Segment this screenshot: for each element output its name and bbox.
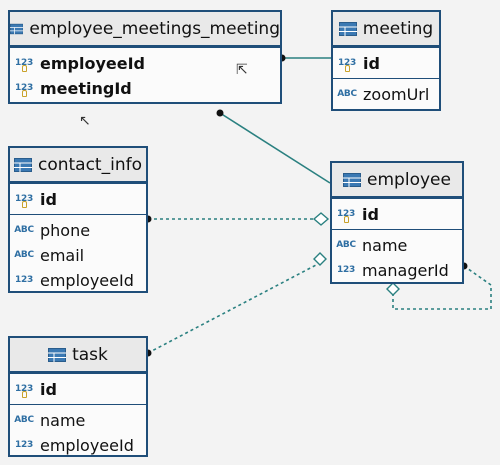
entity-title: employee_meetings_meeting xyxy=(29,18,280,39)
text-type-icon: ABC xyxy=(14,225,34,235)
numeric-key-icon: 123 xyxy=(15,58,33,72)
field-employee-id[interactable]: 123 employeeId xyxy=(10,51,280,76)
entity-title: contact_info xyxy=(37,154,142,175)
entity-header: task xyxy=(10,338,146,373)
field-name: id xyxy=(40,190,57,209)
entity-contact-info[interactable]: contact_info 123 id ABC phone ABC email … xyxy=(8,146,148,293)
entity-employee[interactable]: employee 123 id ABC name 123 managerId xyxy=(330,161,464,284)
numeric-key-icon: 123 xyxy=(337,209,355,223)
field-employee-id[interactable]: 123 employeeId xyxy=(10,433,146,458)
entity-title: employee xyxy=(367,169,451,190)
field-manager-id[interactable]: 123 managerId xyxy=(332,258,462,283)
field-name: meetingId xyxy=(40,79,132,98)
field-name: name xyxy=(362,236,408,255)
key-section: 123 id xyxy=(333,47,439,78)
entity-task[interactable]: task 123 id ABC name 123 employeeId xyxy=(8,336,148,457)
entity-title: task xyxy=(72,344,108,365)
relation-emm-employee-end xyxy=(216,109,224,117)
relation-task-employee[interactable] xyxy=(147,263,319,354)
entity-meeting[interactable]: meeting 123 id ABC zoomUrl xyxy=(331,10,441,111)
arrow-cursor-icon: ↖ xyxy=(79,113,91,129)
field-name: name xyxy=(40,411,86,430)
relation-contact-employee-diamond xyxy=(312,212,330,226)
text-type-icon: ABC xyxy=(337,89,357,99)
field-name: employeeId xyxy=(40,271,134,290)
attribute-section: ABC zoomUrl xyxy=(333,78,439,109)
field-name: email xyxy=(40,246,85,265)
field-name[interactable]: ABC name xyxy=(10,408,146,433)
field-name: managerId xyxy=(362,261,449,280)
entity-employee-meetings-meeting[interactable]: employee_meetings_meeting 123 employeeId… xyxy=(8,10,282,104)
entity-header: contact_info xyxy=(10,148,146,183)
key-section: 123 id xyxy=(10,373,146,404)
field-name: id xyxy=(363,54,380,73)
numeric-key-icon: 123 xyxy=(338,58,356,72)
numeric-key-icon: 123 xyxy=(15,384,33,398)
table-icon xyxy=(338,21,357,36)
entity-header: employee_meetings_meeting xyxy=(10,12,280,47)
attribute-section: ABC name 123 employeeId xyxy=(10,404,146,460)
field-name: phone xyxy=(40,221,91,240)
text-type-icon: ABC xyxy=(14,415,34,425)
numeric-key-icon: 123 xyxy=(15,83,33,97)
text-type-icon: ABC xyxy=(336,240,356,250)
table-icon xyxy=(13,157,32,172)
cursor-icon: ⇱ xyxy=(236,62,248,78)
field-name: zoomUrl xyxy=(363,85,430,104)
field-name: id xyxy=(40,380,57,399)
table-icon xyxy=(10,23,24,34)
table-icon xyxy=(48,347,67,362)
relation-emm-employee[interactable] xyxy=(219,112,331,184)
table-icon xyxy=(343,172,362,187)
field-phone[interactable]: ABC phone xyxy=(10,218,146,243)
relation-task-employee-diamond xyxy=(313,252,327,266)
numeric-key-icon: 123 xyxy=(15,194,33,208)
key-section: 123 id xyxy=(332,198,462,229)
entity-header: employee xyxy=(332,163,462,198)
field-id[interactable]: 123 id xyxy=(10,187,146,212)
key-section: 123 employeeId 123 meetingId xyxy=(10,47,280,103)
field-meeting-id[interactable]: 123 meetingId xyxy=(10,76,280,101)
field-id[interactable]: 123 id xyxy=(333,51,439,76)
field-employee-id[interactable]: 123 employeeId xyxy=(10,268,146,293)
field-name: employeeId xyxy=(40,436,134,455)
numeric-type-icon: 123 xyxy=(337,265,355,275)
field-name: employeeId xyxy=(40,54,145,73)
entity-header: meeting xyxy=(333,12,439,47)
text-type-icon: ABC xyxy=(14,250,34,260)
entity-title: meeting xyxy=(362,18,434,39)
field-email[interactable]: ABC email xyxy=(10,243,146,268)
field-zoom-url[interactable]: ABC zoomUrl xyxy=(333,82,439,107)
field-id[interactable]: 123 id xyxy=(332,202,462,227)
numeric-type-icon: 123 xyxy=(15,275,33,285)
attribute-section: ABC name 123 managerId xyxy=(332,229,462,285)
field-id[interactable]: 123 id xyxy=(10,377,146,402)
field-name[interactable]: ABC name xyxy=(332,233,462,258)
numeric-type-icon: 123 xyxy=(15,440,33,450)
field-name: id xyxy=(362,205,379,224)
key-section: 123 id xyxy=(10,183,146,214)
attribute-section: ABC phone ABC email 123 employeeId xyxy=(10,214,146,295)
